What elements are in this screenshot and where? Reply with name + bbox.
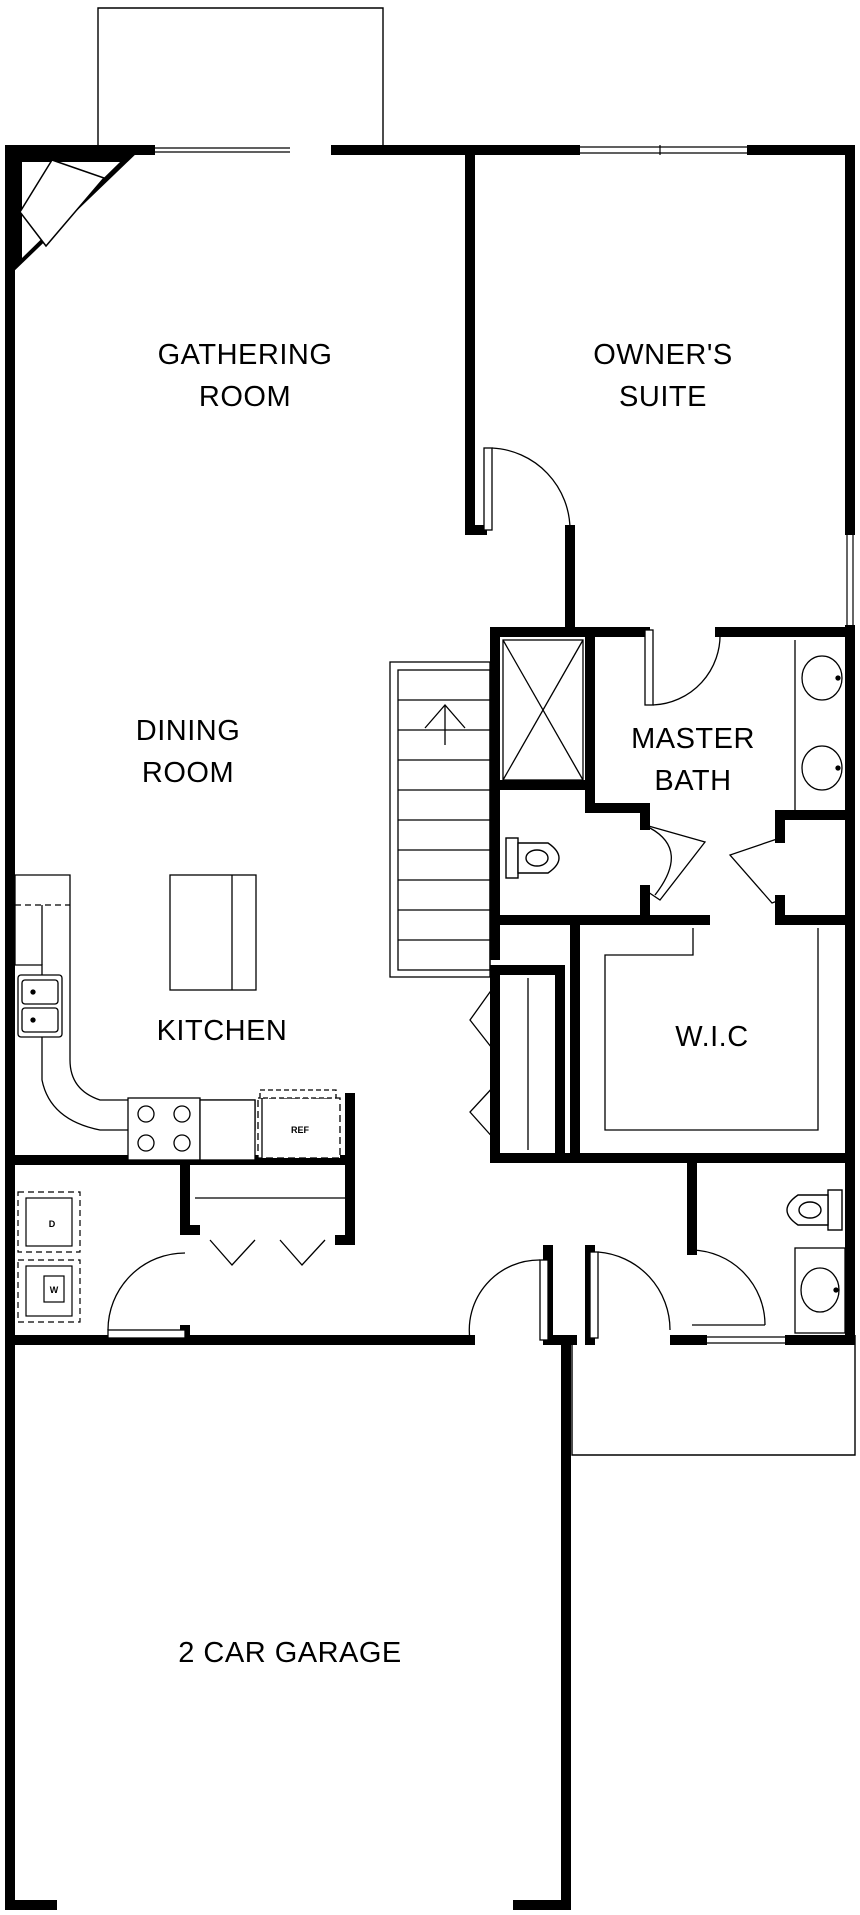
door-swing-icon bbox=[209, 1239, 326, 1266]
dining-room-label: DINING bbox=[136, 715, 241, 747]
garage-label: 2 CAR GARAGE bbox=[178, 1637, 402, 1669]
dryer-label: D bbox=[49, 1219, 56, 1229]
door-swing-icon bbox=[728, 837, 781, 904]
fireplace-icon bbox=[10, 150, 140, 275]
owners-suite-label-line2: SUITE bbox=[619, 381, 707, 413]
sink-icon bbox=[801, 655, 843, 701]
owners-suite-label: OWNER'S bbox=[593, 339, 733, 371]
wic-label: W.I.C bbox=[675, 1021, 748, 1053]
porch-outline bbox=[571, 1335, 856, 1456]
door-swing-icon bbox=[469, 984, 496, 1141]
gathering-room-label-line2: ROOM bbox=[199, 381, 291, 413]
door-swing-icon bbox=[468, 1259, 549, 1341]
refrigerator-icon bbox=[257, 1089, 341, 1159]
room-labels: GATHERING ROOM OWNER'S SUITE DINING ROOM… bbox=[136, 339, 755, 1669]
master-vanity bbox=[794, 640, 843, 812]
sink-icon bbox=[801, 745, 843, 791]
shower-icon bbox=[502, 639, 584, 781]
range-icon bbox=[127, 1097, 256, 1161]
refrigerator-label: REF bbox=[291, 1125, 310, 1135]
patio-outline bbox=[97, 7, 384, 150]
door-swing-icon bbox=[107, 1252, 186, 1339]
washer-icon bbox=[17, 1259, 81, 1323]
dryer-icon bbox=[17, 1191, 81, 1253]
wic-shelving bbox=[604, 928, 819, 1131]
doors bbox=[107, 447, 781, 1341]
dining-room-label-line2: ROOM bbox=[142, 757, 234, 789]
toilet-icon bbox=[786, 1189, 843, 1231]
toilet-icon bbox=[505, 837, 560, 879]
master-bath-label: MASTER bbox=[631, 723, 755, 755]
door-swing-icon bbox=[483, 447, 571, 531]
windows bbox=[150, 145, 854, 1344]
exterior-outlines bbox=[97, 7, 856, 1456]
door-swing-icon bbox=[644, 629, 721, 706]
washer-label: W bbox=[50, 1285, 59, 1295]
door-swing-icon bbox=[691, 1249, 766, 1326]
kitchen-sink-icon bbox=[17, 974, 63, 1038]
master-bath-label-line2: BATH bbox=[654, 765, 731, 797]
door-swing-icon bbox=[644, 824, 707, 901]
door-swing-icon bbox=[589, 1251, 671, 1339]
island-icon bbox=[169, 874, 257, 991]
stairs-icon bbox=[389, 661, 491, 978]
gathering-room-label: GATHERING bbox=[158, 339, 333, 371]
sink-icon bbox=[794, 1247, 846, 1334]
kitchen-label: KITCHEN bbox=[157, 1015, 288, 1047]
